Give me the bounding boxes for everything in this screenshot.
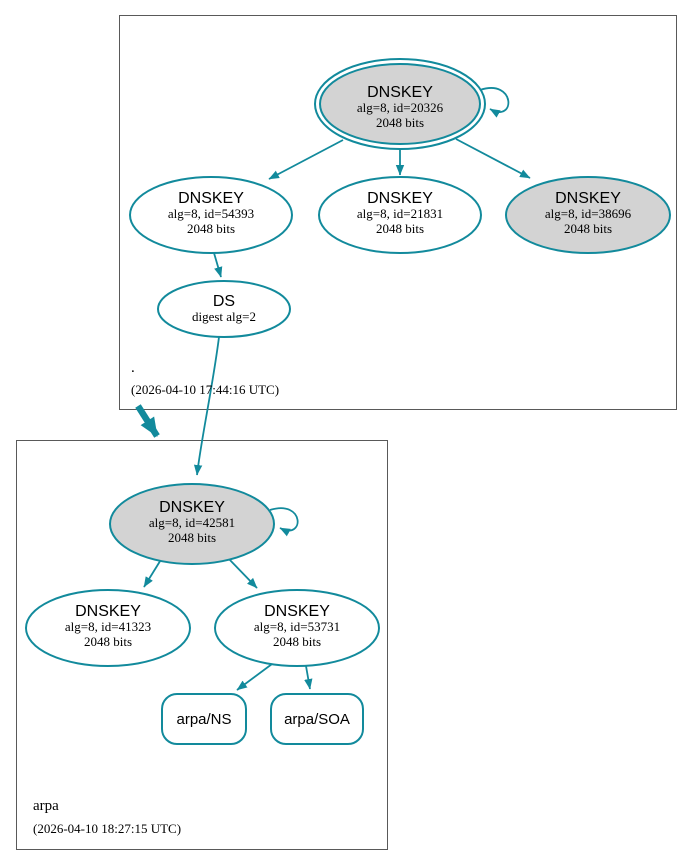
edge-zsk54393-to-ds	[213, 252, 223, 278]
root-zone-timestamp: (2026-04-10 17:44:16 UTC)	[131, 382, 279, 397]
rrset-node-arpa-ns[interactable]: arpa/NS	[161, 693, 247, 745]
edge-ksk42581-to-zsk41323	[143, 557, 163, 588]
ds-node[interactable]: DS digest alg=2	[157, 280, 291, 338]
edge-ksk42581-self-loop	[269, 507, 299, 537]
dnskey-38696-bits: 2048 bits	[564, 221, 612, 236]
dnskey-node-54393[interactable]: DNSKEY alg=8, id=54393 2048 bits	[129, 176, 293, 254]
dnskey-41323-ellipse[interactable]	[25, 589, 191, 667]
dnskey-node-42581[interactable]: DNSKEY alg=8, id=42581 2048 bits	[109, 483, 275, 565]
edge-ksk20326-to-ksk38696	[455, 138, 531, 179]
dnskey-53731-title: DNSKEY	[264, 603, 330, 620]
dnskey-node-20326[interactable]: DNSKEY alg=8, id=20326 2048 bits	[314, 58, 486, 150]
dnskey-node-38696[interactable]: DNSKEY alg=8, id=38696 2048 bits	[505, 176, 671, 254]
dnskey-21831-title: DNSKEY	[367, 190, 433, 207]
dnskey-38696-ellipse[interactable]	[505, 176, 671, 254]
dnskey-42581-ellipse[interactable]	[109, 483, 275, 565]
dnskey-node-41323[interactable]: DNSKEY alg=8, id=41323 2048 bits	[25, 589, 191, 667]
dnskey-38696-title: DNSKEY	[555, 190, 621, 207]
dnskey-21831-ellipse[interactable]	[318, 176, 482, 254]
dnskey-38696-alg: alg=8, id=38696	[545, 206, 632, 221]
dnskey-20326-alg: alg=8, id=20326	[357, 100, 444, 115]
dnskey-node-21831[interactable]: DNSKEY alg=8, id=21831 2048 bits	[318, 176, 482, 254]
dnskey-53731-bits: 2048 bits	[273, 634, 321, 649]
dnskey-21831-bits: 2048 bits	[376, 221, 424, 236]
dnskey-41323-bits: 2048 bits	[84, 634, 132, 649]
dnskey-53731-ellipse[interactable]	[214, 589, 380, 667]
dnskey-54393-bits: 2048 bits	[187, 221, 235, 236]
dnskey-21831-alg: alg=8, id=21831	[357, 206, 443, 221]
edge-ds-to-arpa-ksk42581	[193, 336, 220, 476]
ds-title: DS	[213, 293, 235, 310]
dnskey-53731-alg: alg=8, id=53731	[254, 619, 340, 634]
edge-ksk20326-to-zsk54393	[268, 139, 344, 180]
dnskey-node-53731[interactable]: DNSKEY alg=8, id=53731 2048 bits	[214, 589, 380, 667]
dnskey-42581-alg: alg=8, id=42581	[149, 515, 235, 530]
edge-ksk42581-to-zsk53731	[227, 557, 258, 589]
dnskey-54393-ellipse[interactable]	[129, 176, 293, 254]
dnskey-54393-alg: alg=8, id=54393	[168, 206, 254, 221]
ds-detail: digest alg=2	[192, 309, 256, 324]
arpa-ns-label: arpa/NS	[176, 711, 231, 728]
edge-zsk53731-to-ns	[236, 663, 273, 691]
ds-ellipse[interactable]	[157, 280, 291, 338]
dnskey-42581-title: DNSKEY	[159, 499, 225, 516]
rrset-node-arpa-soa[interactable]: arpa/SOA	[270, 693, 364, 745]
dnskey-54393-title: DNSKEY	[178, 190, 244, 207]
dnskey-20326-bits: 2048 bits	[376, 115, 424, 130]
edge-zsk53731-to-soa	[304, 665, 313, 690]
dnskey-42581-bits: 2048 bits	[168, 530, 216, 545]
arpa-soa-label: arpa/SOA	[284, 711, 350, 728]
edge-root-zone-to-arpa-zone-delegation	[135, 404, 160, 438]
dnskey-20326-inner-ellipse[interactable]	[319, 63, 481, 145]
dnskey-20326-title: DNSKEY	[367, 84, 433, 101]
root-zone-label: .	[131, 360, 135, 376]
arpa-soa-rect[interactable]	[270, 693, 364, 745]
arpa-zone-label: arpa	[33, 798, 59, 814]
edge-ksk20326-self-loop	[479, 87, 510, 118]
root-zone-box	[119, 15, 677, 410]
dnskey-41323-title: DNSKEY	[75, 603, 141, 620]
dnskey-41323-alg: alg=8, id=41323	[65, 619, 151, 634]
arpa-ns-rect[interactable]	[161, 693, 247, 745]
arpa-zone-timestamp: (2026-04-10 18:27:15 UTC)	[33, 821, 181, 836]
